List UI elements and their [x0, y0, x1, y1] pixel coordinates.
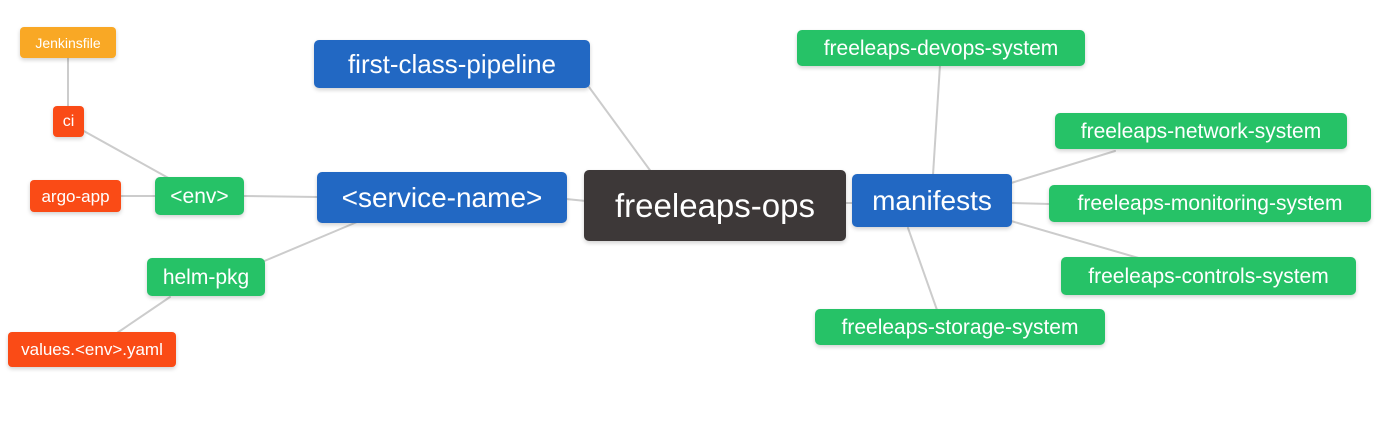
edge-pipeline-root	[588, 86, 653, 174]
node-freeleaps-storage-system[interactable]: freeleaps-storage-system	[815, 309, 1105, 345]
node-values-env-yaml[interactable]: values.<env>.yaml	[8, 332, 176, 367]
edge-manifests-controls-system	[1010, 220, 1143, 260]
edge-manifests-network-system	[1010, 150, 1116, 184]
node-freeleaps-network-system[interactable]: freeleaps-network-system	[1055, 113, 1347, 149]
node-freeleaps-devops-system[interactable]: freeleaps-devops-system	[797, 30, 1085, 66]
edge-ci-env	[81, 129, 173, 181]
edge-service-name-root	[565, 198, 587, 202]
node-freeleaps-ops[interactable]: freeleaps-ops	[584, 170, 846, 241]
edge-manifests-devops-system	[932, 64, 941, 176]
node-helm-pkg[interactable]: helm-pkg	[147, 258, 265, 296]
node-first-class-pipeline[interactable]: first-class-pipeline	[314, 40, 590, 88]
edge-values-helm-pkg	[116, 296, 171, 334]
edge-manifests-storage-system	[907, 227, 938, 311]
node-argo-app[interactable]: argo-app	[30, 180, 121, 212]
node-ci[interactable]: ci	[53, 106, 84, 137]
node-env[interactable]: <env>	[155, 177, 244, 215]
node-freeleaps-monitoring-system[interactable]: freeleaps-monitoring-system	[1049, 185, 1371, 222]
node-manifests[interactable]: manifests	[852, 174, 1012, 227]
node-freeleaps-controls-system[interactable]: freeleaps-controls-system	[1061, 257, 1356, 295]
edge-manifests-monitoring-system	[1010, 202, 1051, 205]
edge-env-service-name	[243, 195, 319, 198]
edge-helm-pkg-service-name	[261, 221, 358, 263]
node-service-name[interactable]: <service-name>	[317, 172, 567, 223]
node-jenkinsfile[interactable]: Jenkinsfile	[20, 27, 116, 58]
